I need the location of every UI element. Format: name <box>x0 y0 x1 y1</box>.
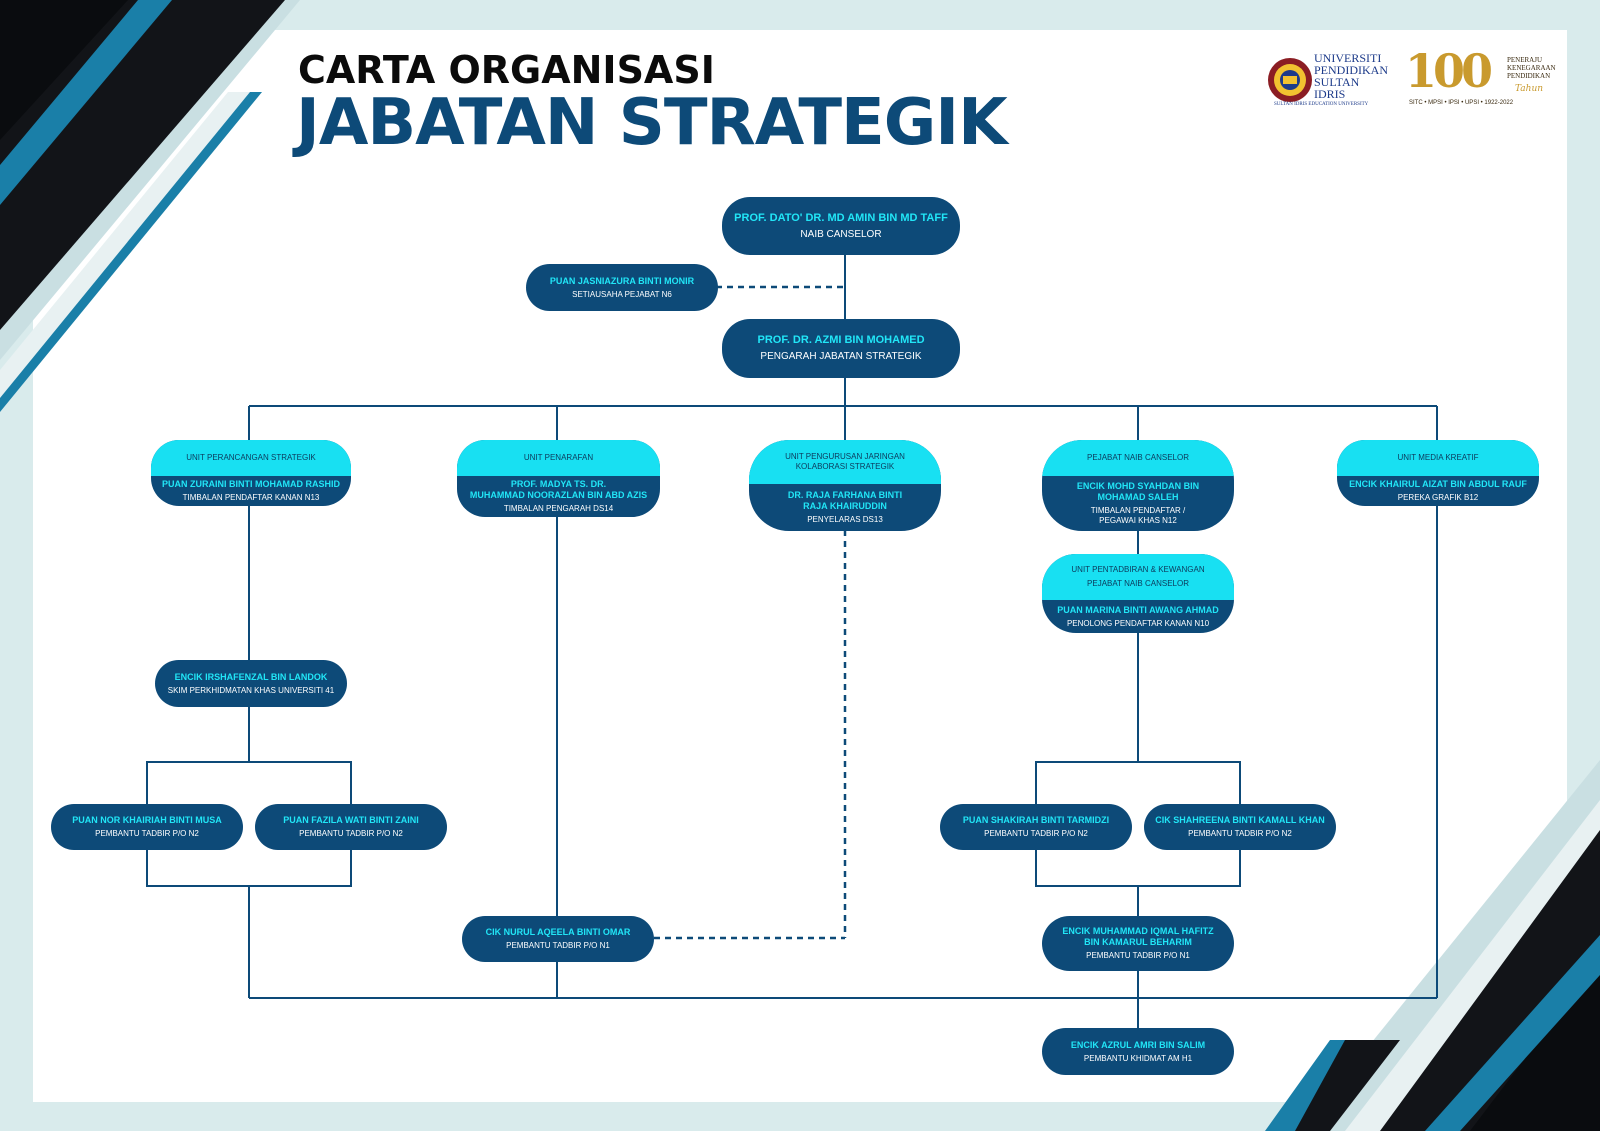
upsi-logo: UNIVERSITI PENDIDIKAN SULTAN IDRIS SULTA… <box>1266 52 1390 112</box>
node-name: CIK SHAHREENA BINTI KAMALL KHAN <box>1155 815 1325 825</box>
node-position: PEREKA GRAFIK B12 <box>1397 493 1479 502</box>
node-unit-header: PEJABAT NAIB CANSELOR <box>1042 440 1234 476</box>
node-name: PUAN SHAKIRAH BINTI TARMIDZI <box>962 815 1110 825</box>
node-iqmal: ENCIK MUHAMMAD IQMAL HAFITZ BIN KAMARUL … <box>1042 916 1234 971</box>
node-unit-penarafan: UNIT PENARAFAN PROF. MADYA TS. DR. MUHAM… <box>457 440 660 517</box>
node-unit-header: UNIT PERANCANGAN STRATEGIK <box>151 440 351 476</box>
node-name: PROF. DATO' DR. MD AMIN BIN MD TAFF <box>734 211 948 224</box>
node-fazila: PUAN FAZILA WATI BINTI ZAINI PEMBANTU TA… <box>255 804 447 850</box>
node-unit-label: UNIT PERANCANGAN STRATEGIK <box>186 453 316 462</box>
upsi-crest-icon <box>1268 58 1312 102</box>
node-name-line-2: RAJA KHAIRUDDIN <box>803 501 887 511</box>
centenary-tahun: Tahun <box>1515 84 1544 94</box>
node-unit-label: UNIT MEDIA KREATIF <box>1397 453 1479 462</box>
node-unit-header: UNIT MEDIA KREATIF <box>1337 440 1539 476</box>
node-irshafenzal: ENCIK IRSHAFENZAL BIN LANDOK SKIM PERKHI… <box>155 660 347 707</box>
node-shakirah: PUAN SHAKIRAH BINTI TARMIDZI PEMBANTU TA… <box>940 804 1132 850</box>
node-pejabat-naib-canselor: PEJABAT NAIB CANSELOR ENCIK MOHD SYAHDAN… <box>1042 440 1234 531</box>
centenary-text-3: PENDIDIKAN <box>1507 72 1551 80</box>
node-name: PUAN NOR KHAIRIAH BINTI MUSA <box>72 815 222 825</box>
node-name: PROF. DR. AZMI BIN MOHAMED <box>757 334 925 346</box>
node-unit-label-line-2: PEJABAT NAIB CANSELOR <box>1087 579 1189 588</box>
node-unit-media-kreatif: UNIT MEDIA KREATIF ENCIK KHAIRUL AIZAT B… <box>1337 440 1539 506</box>
upsi-line-3: SULTAN IDRIS <box>1314 75 1360 101</box>
upsi-line-1: UNIVERSITI <box>1314 51 1382 65</box>
node-unit-label: PEJABAT NAIB CANSELOR <box>1087 453 1189 462</box>
node-position: SKIM PERKHIDMATAN KHAS UNIVERSITI 41 <box>167 685 335 695</box>
node-unit-perancangan-strategik: UNIT PERANCANGAN STRATEGIK PUAN ZURAINI … <box>151 440 351 506</box>
node-name: PUAN JASNIAZURA BINTI MONIR <box>549 275 695 286</box>
node-name-line-2: MOHAMAD SALEH <box>1097 492 1179 502</box>
node-position: TIMBALAN PENDAFTAR KANAN N13 <box>182 493 320 502</box>
node-unit-label-line-2: KOLABORASI STRATEGIK <box>795 462 895 471</box>
node-name: ENCIK IRSHAFENZAL BIN LANDOK <box>174 671 328 682</box>
node-name: PUAN ZURAINI BINTI MOHAMAD RASHID <box>162 479 340 489</box>
upsi-tagline: SULTAN IDRIS EDUCATION UNIVERSITY <box>1274 102 1369 107</box>
node-name: PUAN FAZILA WATI BINTI ZAINI <box>283 815 419 825</box>
node-position: NAIB CANSELOR <box>800 228 882 240</box>
node-unit-jaringan-kolaborasi: UNIT PENGURUSAN JARINGAN KOLABORASI STRA… <box>749 440 941 531</box>
upsi-line-2: PENDIDIKAN <box>1314 63 1388 77</box>
node-position: PENYELARAS DS13 <box>807 515 883 524</box>
node-name: ENCIK KHAIRUL AIZAT BIN ABDUL RAUF <box>1349 479 1527 489</box>
node-unit-label-line-1: UNIT PENTADBIRAN & KEWANGAN <box>1071 565 1205 574</box>
centenary-logo: 100 PENERAJU KENEGARAAN PENDIDIKAN Tahun… <box>1405 44 1556 114</box>
centenary-text-2: KENEGARAAN <box>1507 64 1556 72</box>
node-position: SETIAUSAHA PEJABAT N6 <box>572 289 672 299</box>
node-position: PENGARAH JABATAN STRATEGIK <box>760 351 922 362</box>
node-shahreena: CIK SHAHREENA BINTI KAMALL KHAN PEMBANTU… <box>1144 804 1336 850</box>
node-name: ENCIK AZRUL AMRI BIN SALIM <box>1070 1039 1206 1050</box>
node-unit-header: UNIT PENARAFAN <box>457 440 660 476</box>
node-position: PEMBANTU TADBIR P/O N2 <box>95 829 199 838</box>
node-naib-canselor: PROF. DATO' DR. MD AMIN BIN MD TAFF NAIB… <box>722 197 960 255</box>
node-position: PEMBANTU TADBIR P/O N2 <box>984 829 1088 838</box>
node-position-line-2: PEGAWAI KHAS N12 <box>1099 516 1177 525</box>
node-unit-header: UNIT PENTADBIRAN & KEWANGAN PEJABAT NAIB… <box>1042 554 1234 600</box>
node-unit-label-line-1: UNIT PENGURUSAN JARINGAN <box>785 452 905 461</box>
node-unit-label: UNIT PENARAFAN <box>523 453 594 462</box>
node-azrul: ENCIK AZRUL AMRI BIN SALIM PEMBANTU KHID… <box>1042 1028 1234 1075</box>
centenary-number: 100 <box>1405 44 1493 98</box>
node-name: CIK NURUL AQEELA BINTI OMAR <box>485 927 631 937</box>
node-position: PENOLONG PENDAFTAR KANAN N10 <box>1066 618 1210 628</box>
node-name-line-1: PROF. MADYA TS. DR. <box>510 479 607 489</box>
node-name-line-2: MUHAMMAD NOORAZLAN BIN ABD AZIS <box>469 490 648 500</box>
node-position: PEMBANTU TADBIR P/O N1 <box>506 941 610 950</box>
title-carta-organisasi: CARTA ORGANISASI <box>298 48 715 92</box>
node-name-line-1: DR. RAJA FARHANA BINTI <box>787 490 903 500</box>
node-setiausaha: PUAN JASNIAZURA BINTI MONIR SETIAUSAHA P… <box>526 264 718 311</box>
node-position: PEMBANTU TADBIR P/O N2 <box>299 829 403 838</box>
node-unit-header: UNIT PENGURUSAN JARINGAN KOLABORASI STRA… <box>749 440 941 484</box>
centenary-text-1: PENERAJU <box>1507 56 1543 64</box>
node-name-line-1: ENCIK MUHAMMAD IQMAL HAFITZ <box>1062 926 1214 936</box>
node-position: PEMBANTU TADBIR P/O N2 <box>1188 829 1292 838</box>
node-name-line-2: BIN KAMARUL BEHARIM <box>1084 937 1192 947</box>
node-position: TIMBALAN PENGARAH DS14 <box>503 504 614 513</box>
title-jabatan-strategik: JABATAN STRATEGIK <box>296 86 1008 160</box>
node-name-line-1: ENCIK MOHD SYAHDAN BIN <box>1076 481 1200 491</box>
node-nurul-aqeela: CIK NURUL AQEELA BINTI OMAR PEMBANTU TAD… <box>462 916 654 962</box>
centenary-bottom: SITC • MPSI • IPSI • UPSI • 1922-2022 <box>1409 100 1514 106</box>
node-position-line-1: TIMBALAN PENDAFTAR / <box>1090 506 1186 515</box>
node-position: PEMBANTU KHIDMAT AM H1 <box>1083 1053 1193 1063</box>
node-nor-khairiah: PUAN NOR KHAIRIAH BINTI MUSA PEMBANTU TA… <box>51 804 243 850</box>
node-position: PEMBANTU TADBIR P/O N1 <box>1086 951 1190 960</box>
node-unit-pentadbiran-kewangan: UNIT PENTADBIRAN & KEWANGAN PEJABAT NAIB… <box>1042 554 1234 633</box>
node-pengarah: PROF. DR. AZMI BIN MOHAMED PENGARAH JABA… <box>722 319 960 378</box>
node-name: PUAN MARINA BINTI AWANG AHMAD <box>1057 604 1219 615</box>
